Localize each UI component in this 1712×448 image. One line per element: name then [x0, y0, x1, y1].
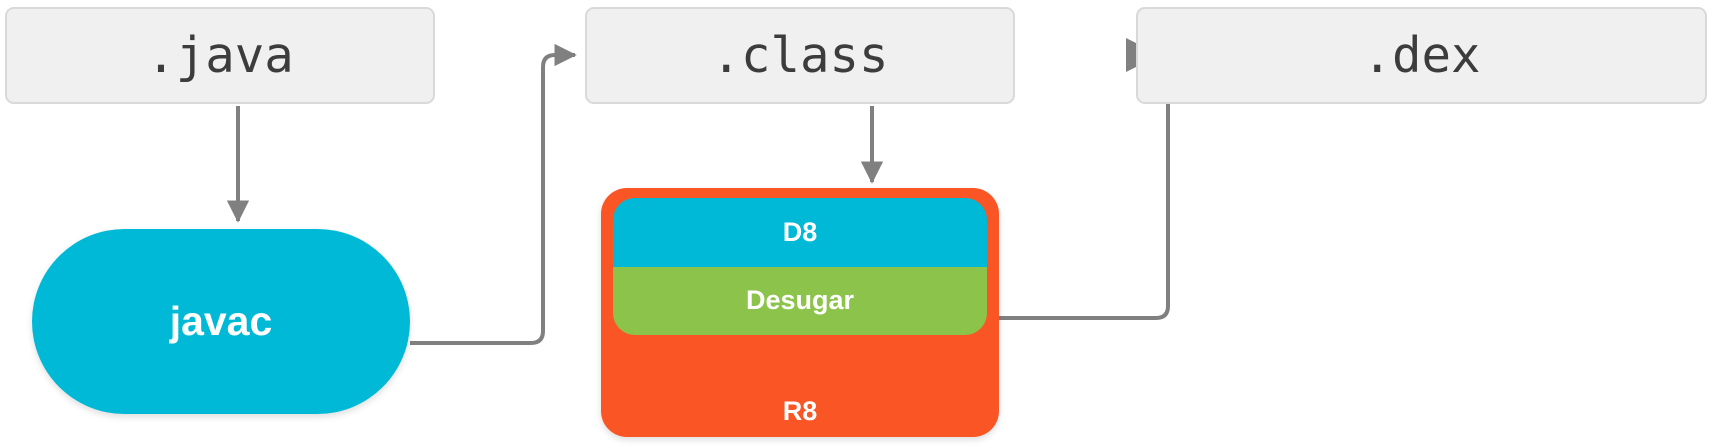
file-label-java: .java — [146, 27, 294, 84]
node-d8: D8 — [613, 198, 987, 267]
file-box-class: .class — [585, 7, 1015, 104]
file-label-dex: .dex — [1362, 27, 1481, 84]
node-label-r8: R8 — [782, 396, 818, 426]
node-label-d8: D8 — [782, 216, 818, 247]
node-label-javac: javac — [169, 298, 273, 344]
r8-inner-stack: D8 Desugar — [613, 198, 987, 335]
file-box-dex: .dex — [1136, 7, 1707, 104]
node-label-desugar: Desugar — [745, 285, 855, 316]
node-r8-container: D8 Desugar R8 — [601, 188, 999, 437]
node-javac: javac — [32, 229, 410, 414]
file-box-java: .java — [5, 7, 435, 104]
file-label-class: .class — [711, 27, 889, 84]
arrow-mask — [1100, 45, 1130, 65]
node-desugar: Desugar — [613, 266, 987, 335]
edge-javac-to-class — [410, 43, 577, 345]
